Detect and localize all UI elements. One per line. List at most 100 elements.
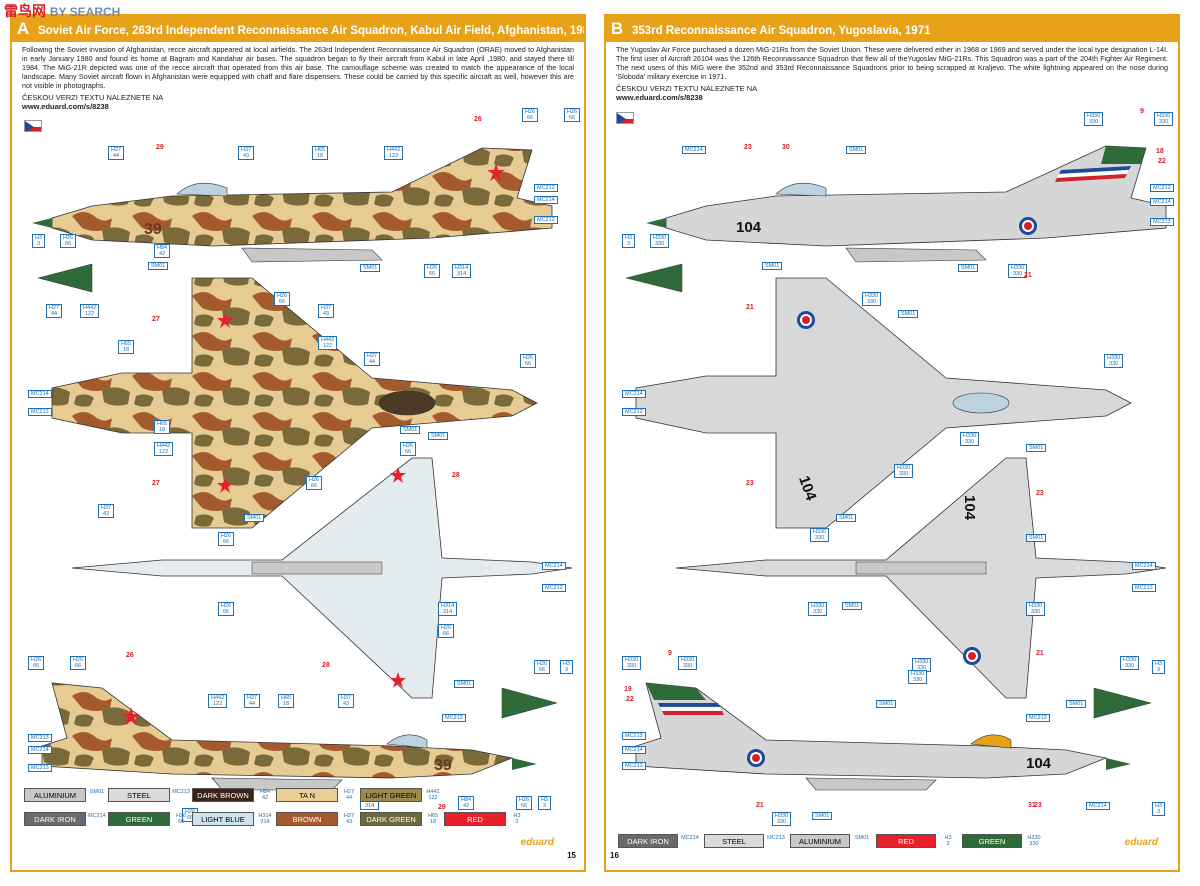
paint-code-label: SM01 [400, 426, 421, 434]
legend-code: SM01 [854, 835, 870, 841]
top-view-right: 104 [635, 277, 1132, 529]
decal-number-label: 27 [152, 316, 160, 323]
legend-swatch: ALUMINIUM [790, 834, 850, 848]
paint-code-label: MC214 [622, 390, 646, 398]
left-aircraft-number: 39 [144, 221, 162, 238]
decal-number-label: 29 [438, 804, 446, 811]
paint-code-label: SM01 [244, 514, 265, 522]
aircraft-artwork-left: 39 39 [32, 147, 573, 791]
side-view-bottom: 39 [41, 682, 537, 791]
paint-code-label: MC213 [622, 408, 646, 416]
paint-code-label: MC213 [622, 732, 646, 740]
paint-code-label: MC213 [534, 184, 558, 192]
paint-code-label: MC214 [622, 746, 646, 754]
decal-number-label: 19 [624, 686, 632, 693]
paint-code-label: MC214 [28, 746, 52, 754]
decal-number-label: 23 [746, 480, 754, 487]
paint-code-label: MC213 [442, 714, 466, 722]
legend-swatch: ALUMINIUM [24, 788, 86, 802]
paint-code-label: MC214 [1086, 802, 1110, 810]
legend-code: SM01 [89, 789, 105, 795]
czech-line-right: ČESKOU VERZI TEXTU NALEZNETE NA [616, 84, 758, 93]
paint-code-label: SM01 [428, 432, 449, 440]
page-number-right: 16 [610, 851, 619, 860]
decal-number-label: 22 [1158, 158, 1166, 165]
czech-flag-icon [24, 120, 42, 132]
scheme-letter: A [16, 19, 30, 38]
legend-code: MC213 [172, 789, 190, 795]
czech-flag-icon-right [616, 112, 634, 124]
paint-code-label: SM01 [812, 812, 833, 820]
legend-swatch: DARK IRON [618, 834, 678, 848]
czech-url-right[interactable]: www.eduard.com/s/8238 [616, 93, 703, 102]
paint-code-label: MC214 [682, 146, 706, 154]
right-aircraft-number-2: 104 [1026, 755, 1052, 772]
czech-url[interactable]: www.eduard.com/s/8238 [22, 102, 109, 111]
scheme-title-right: 353rd Reconnaissance Air Squadron, Yugos… [632, 25, 931, 37]
decal-number-label: 18 [1156, 148, 1164, 155]
decal-number-label: 21 [1024, 272, 1032, 279]
paint-code-label: MC214 [534, 196, 558, 204]
paint-code-label: SM01 [846, 146, 867, 154]
decal-number-label: 23 [1036, 490, 1044, 497]
paint-code-label: MC213 [28, 734, 52, 742]
decal-number-label: 9 [1140, 108, 1144, 115]
side-view-top: 39 [32, 147, 553, 293]
legend-swatch: DARK BROWN [192, 788, 254, 802]
paint-code-label: SM01 [148, 262, 169, 270]
paint-code-label: SM01 [842, 602, 863, 610]
paint-code-label: MC213 [1026, 714, 1050, 722]
decal-number-label: 21 [756, 802, 764, 809]
legend-swatch: LIGHT BLUE [192, 812, 254, 826]
paint-code-label: MC213 [622, 762, 646, 770]
legend-swatch: TA N [276, 788, 338, 802]
legend-swatch: GREEN [962, 834, 1022, 848]
legend-code: MC213 [767, 835, 785, 841]
scheme-description: Following the Soviet invasion of Afghani… [22, 45, 574, 90]
paint-code-label: SM01 [958, 264, 979, 272]
paint-code-label: SM01 [898, 310, 919, 318]
decal-number-label: 29 [156, 144, 164, 151]
decal-number-label: 21 [746, 304, 754, 311]
side-view-bottom-right: 104 [635, 682, 1131, 791]
legend-swatch: RED [876, 834, 936, 848]
legend-swatch: LIGHT GREEN [360, 788, 422, 802]
side-view-top-right: 104 [625, 145, 1167, 293]
